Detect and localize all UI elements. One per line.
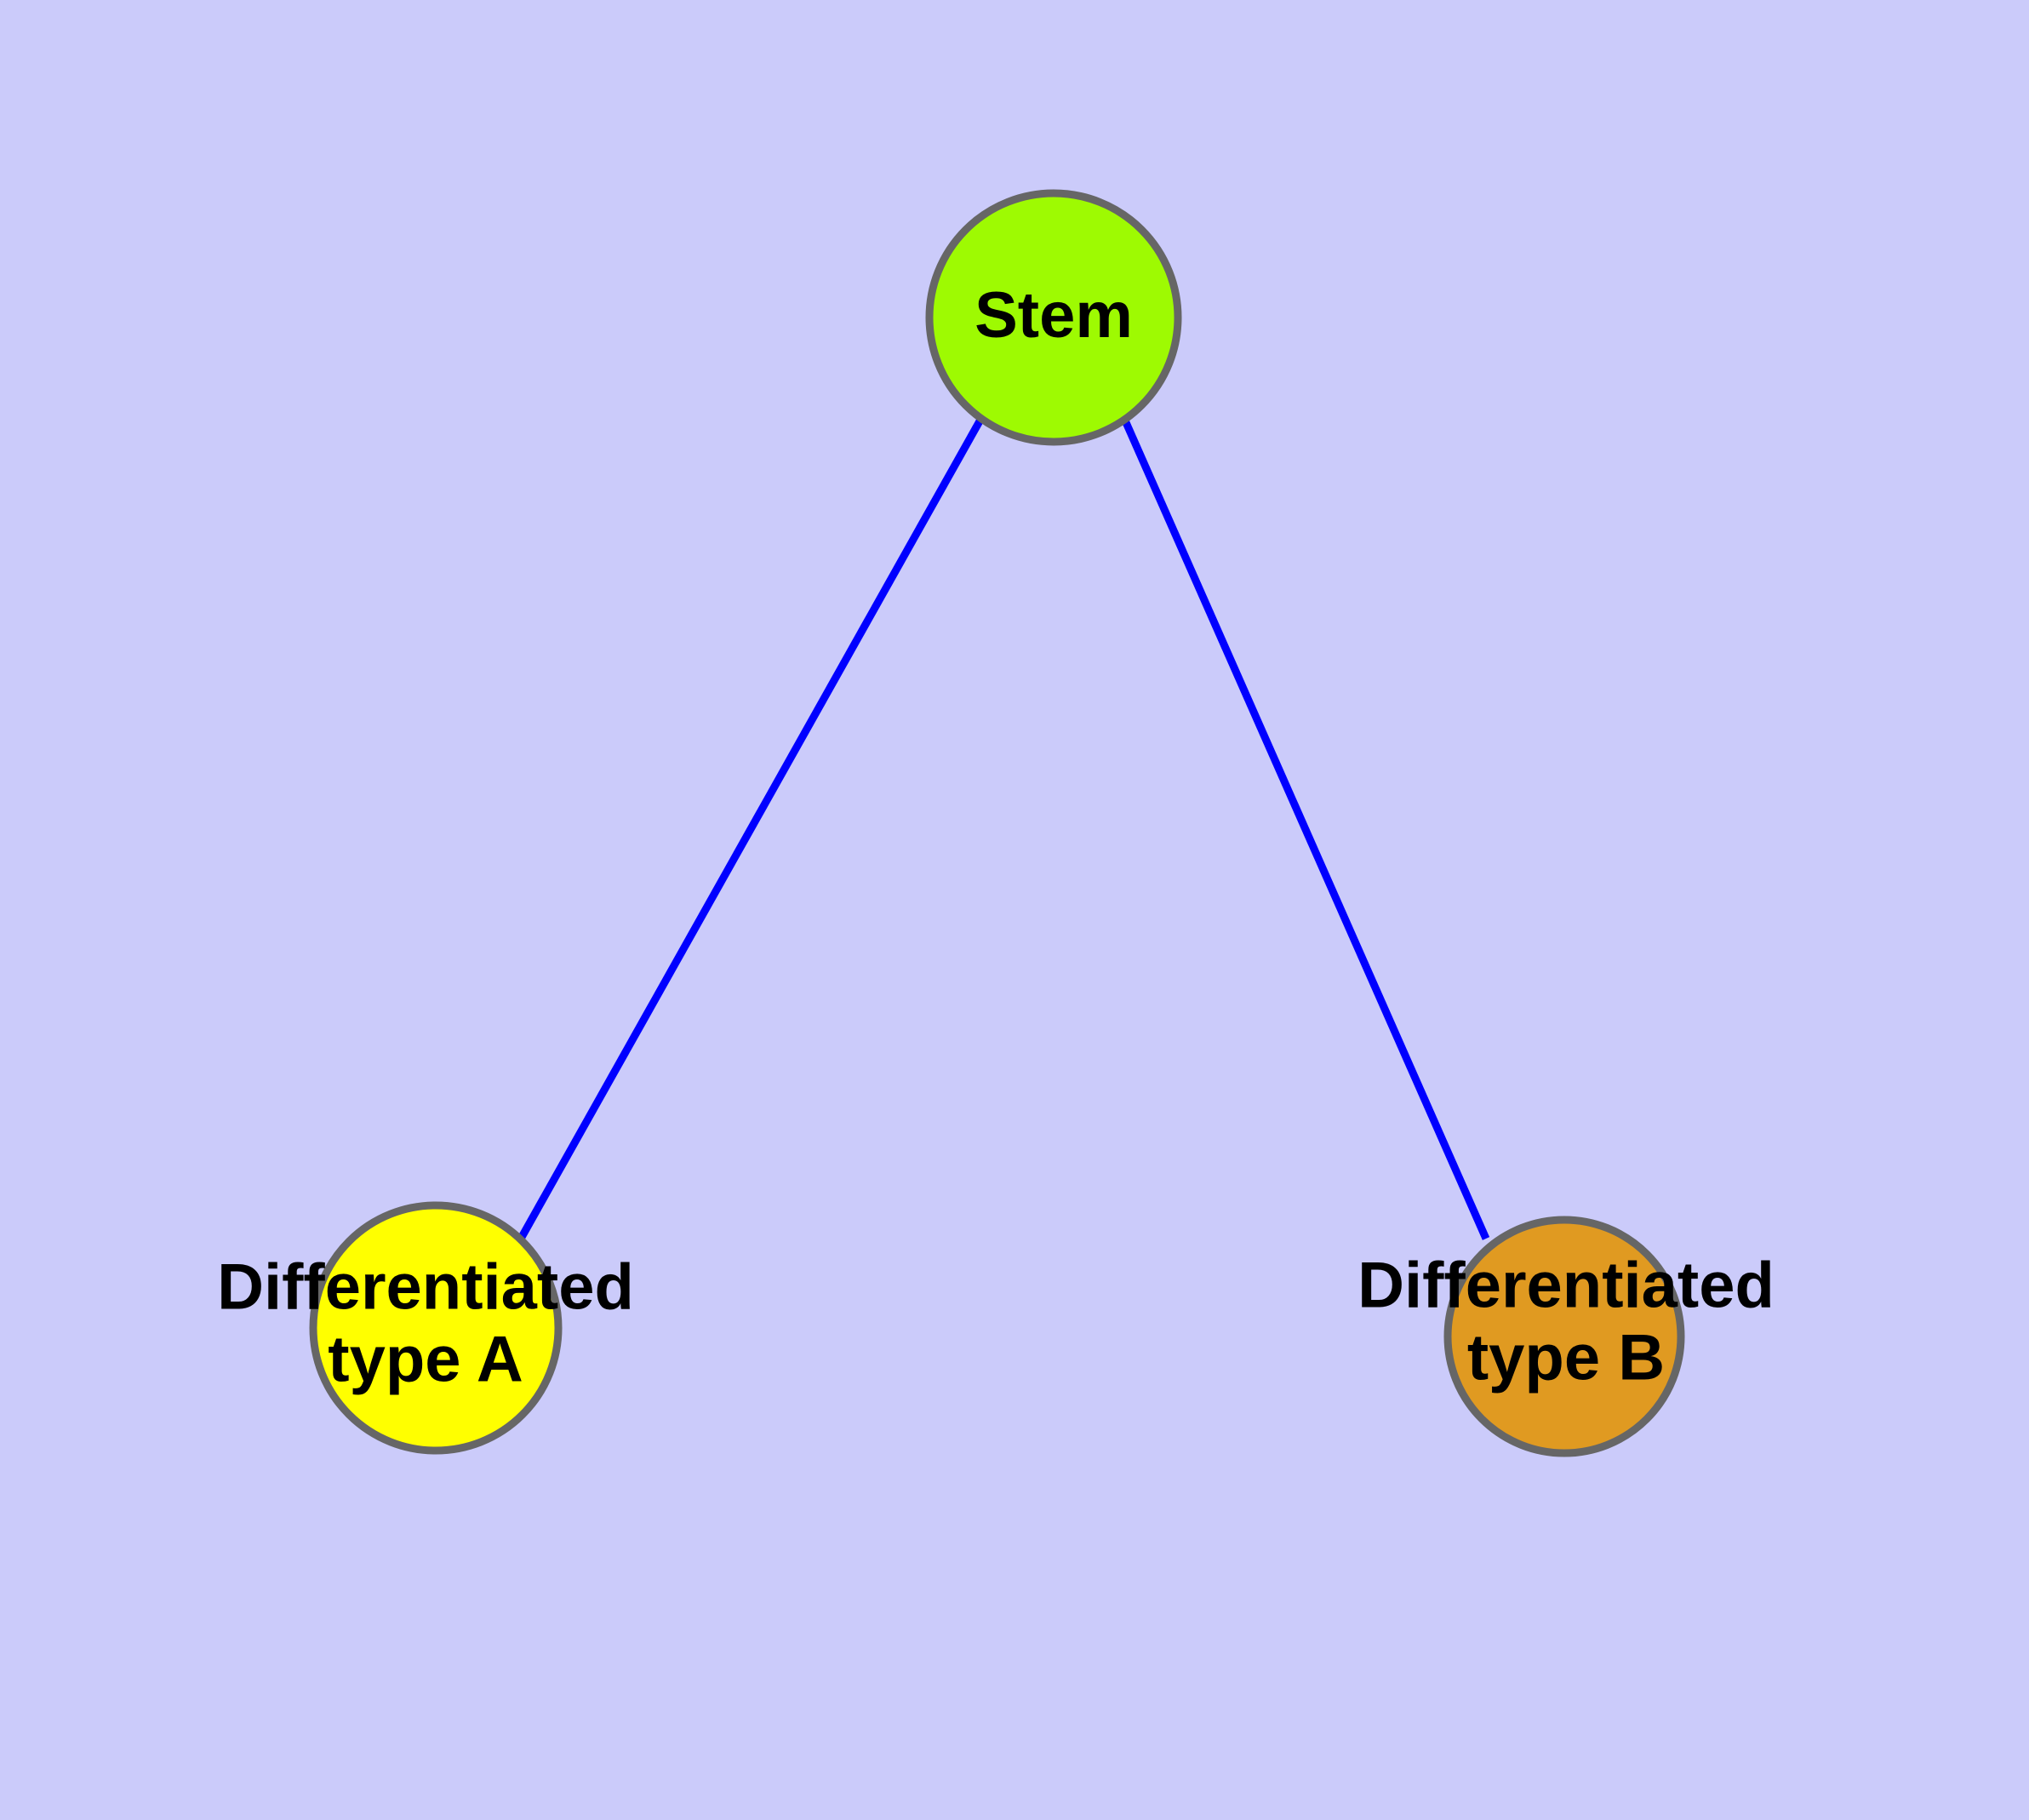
node-label-line: Differentiated (217, 1251, 634, 1324)
edge-stem-to-differentiated-b[interactable] (1121, 419, 1490, 1240)
edges-layer (517, 417, 1490, 1241)
node-stem-circle[interactable] (925, 189, 1182, 446)
node-differentiated-type-a[interactable] (309, 1201, 563, 1455)
node-differentiated-type-a-circle[interactable] (309, 1201, 563, 1455)
nodes-layer (309, 189, 1685, 1457)
node-differentiated-type-b-circle[interactable] (1443, 1216, 1685, 1457)
node-label-line: type B (1467, 1322, 1665, 1394)
node-label-line: Stem (974, 279, 1133, 352)
node-stem[interactable] (925, 189, 1182, 446)
edge-stem-to-differentiated-a[interactable] (517, 417, 984, 1241)
node-stem-label: Stem (974, 279, 1133, 352)
node-differentiated-type-b[interactable] (1443, 1216, 1685, 1457)
node-label-line: type A (328, 1324, 523, 1396)
node-label-line: Differentiated (1357, 1250, 1775, 1322)
